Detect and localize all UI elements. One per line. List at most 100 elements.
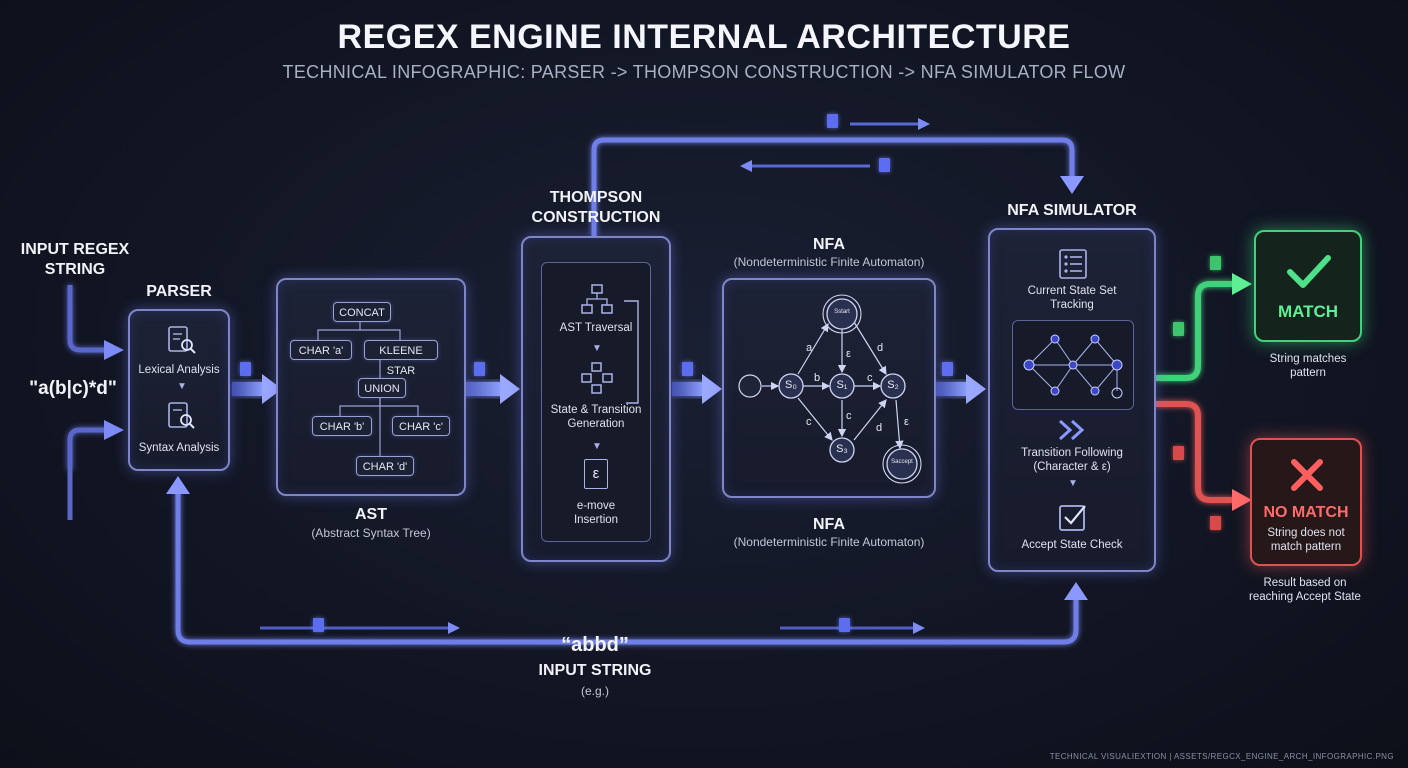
nfa-edge-eps2: ε [904, 416, 909, 428]
checklist-icon [1059, 249, 1087, 279]
nfa-edge-c2: c [806, 416, 812, 428]
ast-node-char-a: CHAR 'a' [290, 340, 352, 360]
simulator-mini-graph [1012, 320, 1134, 410]
page-subtitle: TECHNICAL INFOGRAPHIC: PARSER -> THOMPSO… [282, 62, 1126, 82]
nfa-entry-state [738, 374, 762, 398]
epsilon-document-icon: ε [584, 459, 608, 489]
nfa-edge-d2: d [876, 422, 883, 434]
bottom-loop-line [175, 490, 1079, 645]
loop-back-arrow [624, 300, 639, 404]
footer-caption: TECHNICAL VISUALIEXTION | ASSETS/REGCX_E… [1049, 752, 1394, 761]
match-label: MATCH [1277, 302, 1339, 321]
document-icon [879, 158, 890, 172]
document-icon [942, 362, 953, 376]
document-icon [1173, 446, 1184, 460]
simulator-label: NFA SIMULATOR [1007, 202, 1137, 219]
down-arrow-icon: ▼ [177, 381, 187, 392]
cross-icon [1291, 459, 1323, 491]
nfa-state-s2 [880, 373, 906, 399]
input-regex-value: "a(b|c)*d" [29, 378, 117, 399]
state-transition-label: State & Transition Generation [550, 404, 642, 430]
document-icon [1210, 256, 1221, 270]
thompson-inner: AST Traversal ▼ State & Transition Gener… [541, 262, 651, 542]
document-icon [474, 362, 485, 376]
no-match-result-box: NO MATCH String does not match pattern [1250, 438, 1362, 566]
ast-node-concat: CONCAT [333, 302, 391, 322]
top-loop-arrowhead [1060, 176, 1084, 194]
down-arrow-icon: ▼ [1068, 478, 1078, 489]
nfa-state-graph [738, 294, 922, 484]
ast-node-char-b: CHAR 'b' [312, 416, 372, 436]
simulator-panel: Current State Set Tracking Transition [988, 228, 1156, 572]
nfa-state-s2-label: S₂ [887, 379, 899, 391]
down-arrow-icon: ▼ [592, 441, 602, 452]
checkbox-check-icon [1059, 505, 1086, 531]
document-icon [1173, 322, 1184, 336]
mini-state-graph [1023, 334, 1123, 399]
nfa-edge-a: a [806, 342, 813, 354]
nfa-state-start-label: Sstart [834, 309, 850, 315]
document-icon [839, 618, 850, 632]
chevrons-right-icon [1058, 419, 1085, 441]
nfa-edge-eps1: ε [846, 348, 851, 360]
nfa-state-accept-label: Saccept [891, 459, 913, 465]
nfa-state-s0 [778, 373, 804, 399]
top-loop-line [591, 137, 1075, 236]
ast-tree-edges [317, 322, 419, 456]
lexical-analysis-label: Lexical Analysis [138, 364, 220, 376]
ast-node-char-d: CHAR 'd' [356, 456, 414, 476]
thompson-panel: AST Traversal ▼ State & Transition Gener… [521, 236, 671, 562]
syntax-analysis-label: Syntax Analysis [138, 442, 220, 454]
input-string-label: INPUT STRING [538, 662, 652, 679]
document-icon [1210, 516, 1221, 530]
nfa-sublabel-top: (Nondeterministic Finite Automaton) [733, 255, 925, 269]
ast-traversal-label: AST Traversal [559, 322, 633, 334]
input-string-value: “abbd” [561, 634, 629, 656]
nfa-edge-c3: c [846, 410, 852, 422]
e-move-insertion-label: e-move Insertion [573, 500, 619, 526]
parser-label: PARSER [146, 283, 212, 300]
ast-node-kleene-star: KLEENE STAR [364, 340, 438, 377]
no-match-label: NO MATCH [1263, 504, 1349, 521]
ast-sublabel: (Abstract Syntax Tree) [311, 526, 431, 540]
no-match-caption: Result based on reaching Accept State [1249, 577, 1361, 603]
nfa-label-bottom: NFA [813, 516, 845, 533]
transition-following-label: Transition Following (Character & ε) [1021, 447, 1123, 473]
document-icon [682, 362, 693, 376]
nfa-edge-d1: d [877, 342, 884, 354]
document-icon [240, 362, 251, 376]
accept-state-check-label: Accept State Check [1021, 539, 1123, 551]
thompson-label: THOMPSON CONSTRUCTION [531, 189, 661, 226]
match-caption: String matches pattern [1269, 353, 1347, 379]
parser-panel: Lexical Analysis ▼ Syntax Analysis [128, 309, 230, 471]
ast-traversal-icon [581, 284, 613, 314]
checkmark-icon [1287, 255, 1331, 288]
nfa-state-s0-label: S₀ [785, 379, 797, 391]
input-string-sublabel: (e.g.) [580, 684, 609, 698]
ast-label: AST [355, 506, 387, 523]
down-arrow-icon: ▼ [592, 343, 602, 354]
nfa-state-start [826, 298, 858, 330]
ast-node-union: UNION [358, 378, 406, 398]
nfa-sublabel-bottom: (Nondeterministic Finite Automaton) [733, 535, 925, 549]
nfa-state-accept [886, 448, 918, 480]
nfa-state-s3-label: S₃ [836, 443, 848, 455]
syntax-analysis-icon [168, 402, 195, 429]
nfa-state-s3 [829, 437, 855, 463]
nfa-edge-c1: c [867, 372, 873, 384]
ast-panel: CONCAT CHAR 'a' KLEENE STAR UNION CHAR '… [276, 278, 466, 496]
lexical-analysis-icon [168, 326, 196, 354]
nfa-edge-b: b [814, 372, 821, 384]
nfa-panel: S₀ S₁ S₂ S₃ Sstart Saccept a b c ε d c c… [722, 278, 936, 498]
ast-node-char-c: CHAR 'c' [392, 416, 450, 436]
nfa-state-s1-label: S₁ [836, 379, 848, 391]
state-set-tracking-label: Current State Set Tracking [1027, 285, 1117, 311]
input-regex-label: INPUT REGEX STRING [20, 241, 130, 278]
nfa-label-top: NFA [813, 236, 845, 253]
match-result-box: MATCH [1254, 230, 1362, 342]
page-title: REGEX ENGINE INTERNAL ARCHITECTURE [337, 18, 1071, 56]
no-match-inner-text: String does not match pattern [1267, 527, 1345, 553]
nfa-state-s1 [829, 373, 855, 399]
document-icon [313, 618, 324, 632]
